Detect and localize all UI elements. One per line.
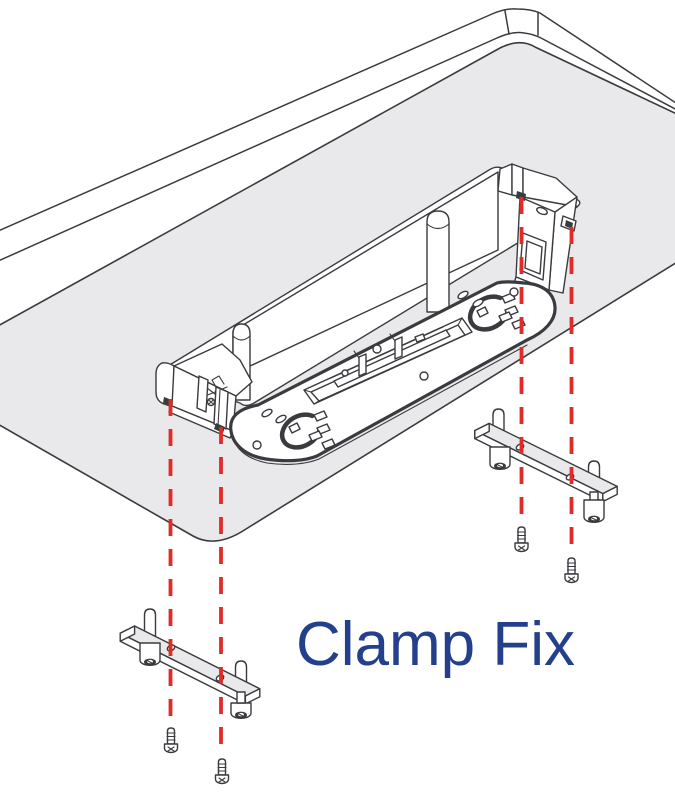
right-tower-clip [536, 206, 548, 216]
left-tower-clip-2 [213, 386, 229, 430]
plate-oval-hole [457, 290, 469, 300]
mount-guide-post-right [426, 210, 450, 313]
keyhole-left-inner [288, 422, 301, 434]
fixing-screw [514, 526, 529, 553]
alignment-lines [168, 197, 574, 757]
cap-bolt-head [230, 691, 252, 719]
bracket-plate-thickness [232, 344, 528, 465]
desk-edge-inner-line [0, 31, 675, 262]
clamp-bar-right [474, 408, 618, 523]
plate-oval-hole [261, 408, 273, 418]
clamp-bar-end-face [119, 625, 136, 642]
left-tower-clip-1 [196, 375, 209, 413]
keyhole-right-inner [476, 306, 489, 318]
plate-screw-hole [252, 440, 262, 450]
right-anchor-notch-2 [565, 220, 573, 229]
right-tower-latch-inner [524, 240, 543, 275]
plate-rect-hole [308, 430, 323, 442]
cap-bolt-head [489, 446, 511, 470]
bracket-central-slot [303, 317, 473, 405]
keyhole-left-tab-1 [313, 410, 328, 422]
mount-left-tower [155, 343, 253, 439]
slot-pin [341, 369, 349, 377]
mount-bracket-plate [229, 280, 557, 465]
right-anchor-notch-1 [516, 191, 526, 201]
plate-screw-hole [419, 371, 429, 381]
plate-screw-hole [509, 287, 519, 297]
keyhole-left [279, 410, 331, 450]
clamp-bar-front-face [119, 632, 247, 705]
fixing-screw [214, 758, 230, 785]
slot-spring-clip-2 [394, 336, 403, 360]
clamp-bar-left [119, 608, 261, 719]
desk-corner-facet-left [504, 10, 510, 35]
slot-spring-clip-1 [358, 353, 367, 377]
cap-bolt-head [583, 491, 605, 523]
clamp-bar-end-face [474, 422, 490, 440]
left-tower-hook [211, 375, 225, 388]
fixing-screws [163, 526, 579, 785]
plate-screw-hole [372, 344, 382, 354]
fixing-screw [564, 557, 579, 584]
keyhole-right [467, 292, 519, 332]
caption-text: Clamp Fix [296, 610, 575, 679]
left-tower-end-face [155, 362, 175, 408]
right-tower-facet-1 [497, 163, 513, 196]
cap-bolt-head [139, 642, 161, 666]
fixing-screw [163, 727, 179, 754]
plate-rect-hole [498, 311, 513, 323]
bolt-tip [143, 608, 157, 637]
plate-oval-hole [472, 298, 484, 308]
plate-oval-hole [275, 414, 287, 424]
desk-edge-outer-line [0, 8, 675, 232]
slot-block [414, 333, 426, 343]
plate-rect-hole [321, 438, 336, 450]
